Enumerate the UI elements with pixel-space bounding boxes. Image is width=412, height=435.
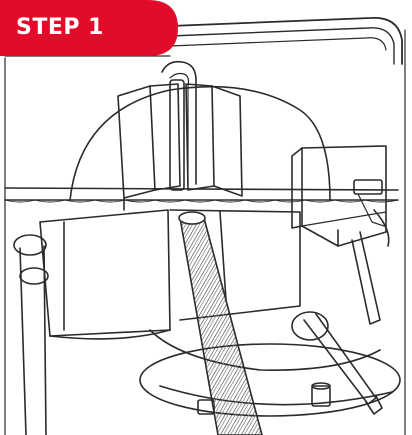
- step-banner: [0, 0, 178, 56]
- frame-border: [4, 29, 406, 435]
- hacksaw-blade-icon: [4, 179, 399, 227]
- hacksaw-frame-icon: [169, 17, 403, 65]
- braided-hose-icon: [161, 60, 263, 435]
- step-label: STEP 1: [16, 15, 104, 40]
- vise-rear-box: [291, 145, 390, 325]
- vise-handle: [291, 311, 383, 415]
- bench-vise-icon: [39, 79, 401, 417]
- vise-left-bar: [13, 234, 49, 435]
